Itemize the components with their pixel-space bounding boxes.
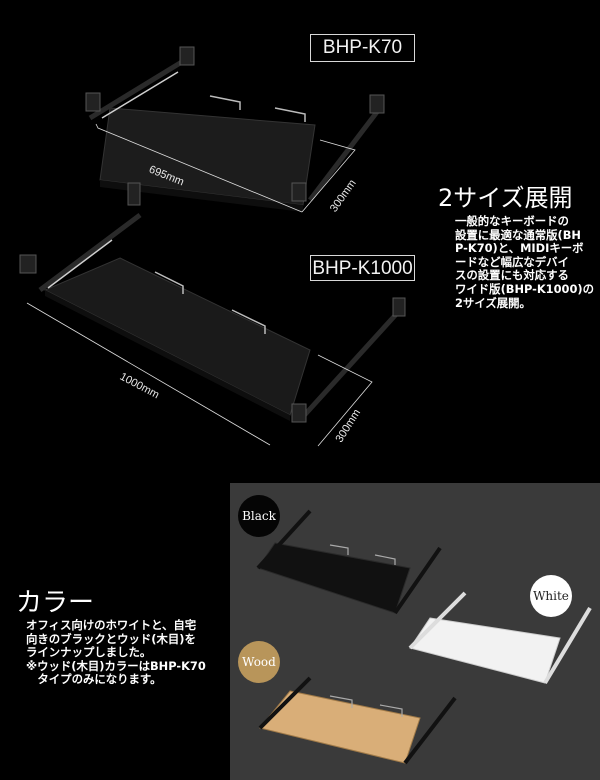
color-heading: カラー: [16, 588, 95, 618]
swatch-black-label: Black: [242, 509, 276, 523]
swatch-black: Black: [238, 495, 280, 537]
sizes-description: 一般的なキーボードの 設置に最適な通常版(BH P-K70)と、MIDIキーボ …: [455, 214, 594, 310]
color-variants-image: [256, 509, 592, 765]
swatch-wood-label: Wood: [242, 655, 276, 669]
swatch-wood: Wood: [238, 641, 280, 683]
color-photo-panel: Black White Wood: [230, 483, 600, 780]
tray-k1000-image: [19, 182, 406, 447]
model-label-k1000: BHP-K1000: [310, 255, 415, 281]
color-description: オフィス向けのホワイトと、自宅 向きのブラックとウッド(木目)を ラインナップし…: [26, 618, 206, 687]
swatch-white: White: [530, 575, 572, 617]
tray-k70-image: [85, 46, 385, 213]
model-label-k70: BHP-K70: [310, 34, 415, 62]
sizes-heading: 2サイズ展開: [438, 184, 573, 212]
swatch-white-label: White: [533, 589, 569, 603]
